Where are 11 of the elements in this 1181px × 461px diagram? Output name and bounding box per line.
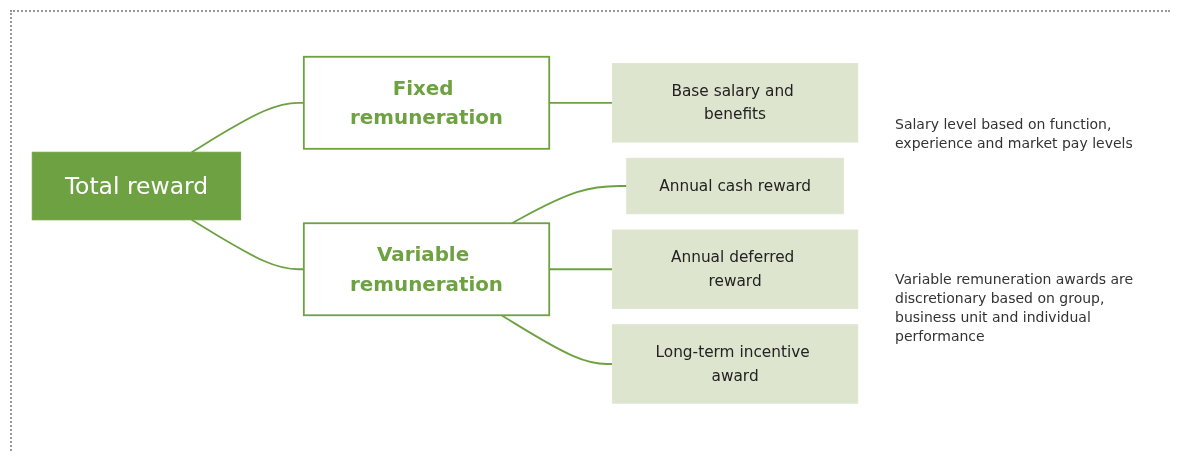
node-box: Variable remuneration <box>302 222 551 317</box>
node-box: Fixed remuneration <box>302 55 551 150</box>
node-box: Annual deferred reward <box>611 229 859 309</box>
note-text: Variable remuneration awards are discretionary based on group, business unit and individual performance <box>895 270 1135 346</box>
note-text: Salary level based on function, experience and market pay levels <box>895 115 1134 153</box>
node-box: Total reward <box>31 151 242 221</box>
connector <box>510 185 628 225</box>
connector <box>500 314 614 365</box>
node-box: Annual cash reward <box>626 157 844 215</box>
node-box: Long-term incentive award <box>611 324 859 404</box>
node-box: Base salary and benefits <box>611 63 859 143</box>
